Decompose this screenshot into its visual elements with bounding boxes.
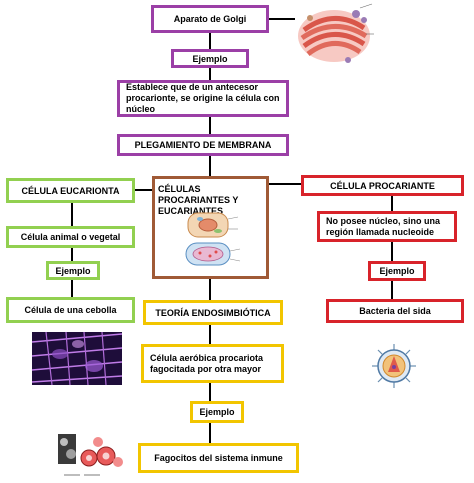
node-antecesor: Establece que de un antecesor procariont… (117, 80, 289, 117)
connector-animal-ejemplo (71, 248, 73, 261)
node-golgi-label: Aparato de Golgi (173, 14, 247, 24)
node-sin-nucleo: No posee núcleo, sino una región llamada… (317, 211, 457, 242)
node-eucarionta: CÉLULA EUCARIONTA (6, 178, 135, 203)
connector-center-right (269, 183, 301, 185)
connector-ejemplo-cebolla (71, 280, 73, 297)
node-golgi: Aparato de Golgi (151, 5, 269, 33)
node-animal-vegetal-label: Célula animal o vegetal (20, 232, 121, 242)
node-antecesor-label: Establece que de un antecesor procariont… (126, 82, 280, 114)
node-bacteria: Bacteria del sida (326, 299, 464, 323)
node-ejemplo-top-label: Ejemplo (192, 53, 228, 64)
node-ejemplo-bottom-label: Ejemplo (199, 407, 235, 417)
node-fagocitos-label: Fagocitos del sistema inmune (154, 453, 283, 463)
connector-endosimbiotica-aerobica (209, 325, 211, 344)
node-procariante-label: CÉLULA PROCARIANTE (330, 180, 435, 191)
node-cebolla-label: Célula de una cebolla (24, 305, 117, 315)
node-endosimbiotica: TEORÍA ENDOSIMBIÓTICA (143, 300, 283, 325)
node-aerobica: Célula aeróbica procariota fagocitada po… (141, 344, 284, 383)
node-plegamiento-label: PLEGAMIENTO DE MEMBRANA (134, 140, 272, 150)
connector-ejemplo-antecesor (209, 68, 211, 80)
hiv-virus-image (372, 344, 416, 388)
connector-ejemplo-fagocitos (209, 423, 211, 443)
connector-golgi-image (269, 18, 295, 20)
connector-center-endosimbiotica (209, 279, 211, 300)
node-ejemplo-right-label: Ejemplo (379, 266, 415, 276)
node-animal-vegetal: Célula animal o vegetal (6, 226, 135, 248)
connector-nucleo-ejemplo (391, 242, 393, 261)
connector-plegamiento-center (209, 156, 211, 176)
node-ejemplo-bottom: Ejemplo (190, 401, 244, 423)
node-ejemplo-right: Ejemplo (368, 261, 426, 281)
node-fagocitos: Fagocitos del sistema inmune (138, 443, 299, 473)
node-procariantes-eucariantes: CÉLULAS PROCARIANTES Y EUCARIANTES (152, 176, 269, 279)
onion-cell-image (32, 332, 122, 385)
connector-golgi-ejemplo (209, 33, 211, 49)
phagocytes-image (56, 430, 123, 476)
node-sin-nucleo-label: No posee núcleo, sino una región llamada… (326, 215, 441, 237)
connector-right-nucleo (391, 196, 393, 211)
node-cebolla: Célula de una cebolla (6, 297, 135, 323)
node-eucarionta-label: CÉLULA EUCARIONTA (21, 185, 120, 196)
connector-ejemplo-bacteria (391, 281, 393, 299)
connector-center-left (135, 189, 152, 191)
golgi-apparatus-image (298, 3, 374, 63)
node-endosimbiotica-label: TEORÍA ENDOSIMBIÓTICA (155, 307, 271, 318)
connector-antecesor-plegamiento (209, 117, 211, 134)
node-ejemplo-left: Ejemplo (46, 261, 100, 280)
node-ejemplo-left-label: Ejemplo (55, 265, 91, 276)
node-aerobica-label: Célula aeróbica procariota fagocitada po… (150, 352, 264, 374)
connector-left-animal (71, 203, 73, 226)
cell-diagram-image (185, 212, 241, 266)
node-procariante: CÉLULA PROCARIANTE (301, 175, 464, 196)
node-bacteria-label: Bacteria del sida (359, 306, 431, 316)
node-ejemplo-top: Ejemplo (171, 49, 249, 68)
node-procariantes-eucariantes-label: CÉLULAS PROCARIANTES Y EUCARIANTES (158, 184, 239, 216)
connector-aerobica-ejemplo (209, 383, 211, 401)
node-plegamiento: PLEGAMIENTO DE MEMBRANA (117, 134, 289, 156)
